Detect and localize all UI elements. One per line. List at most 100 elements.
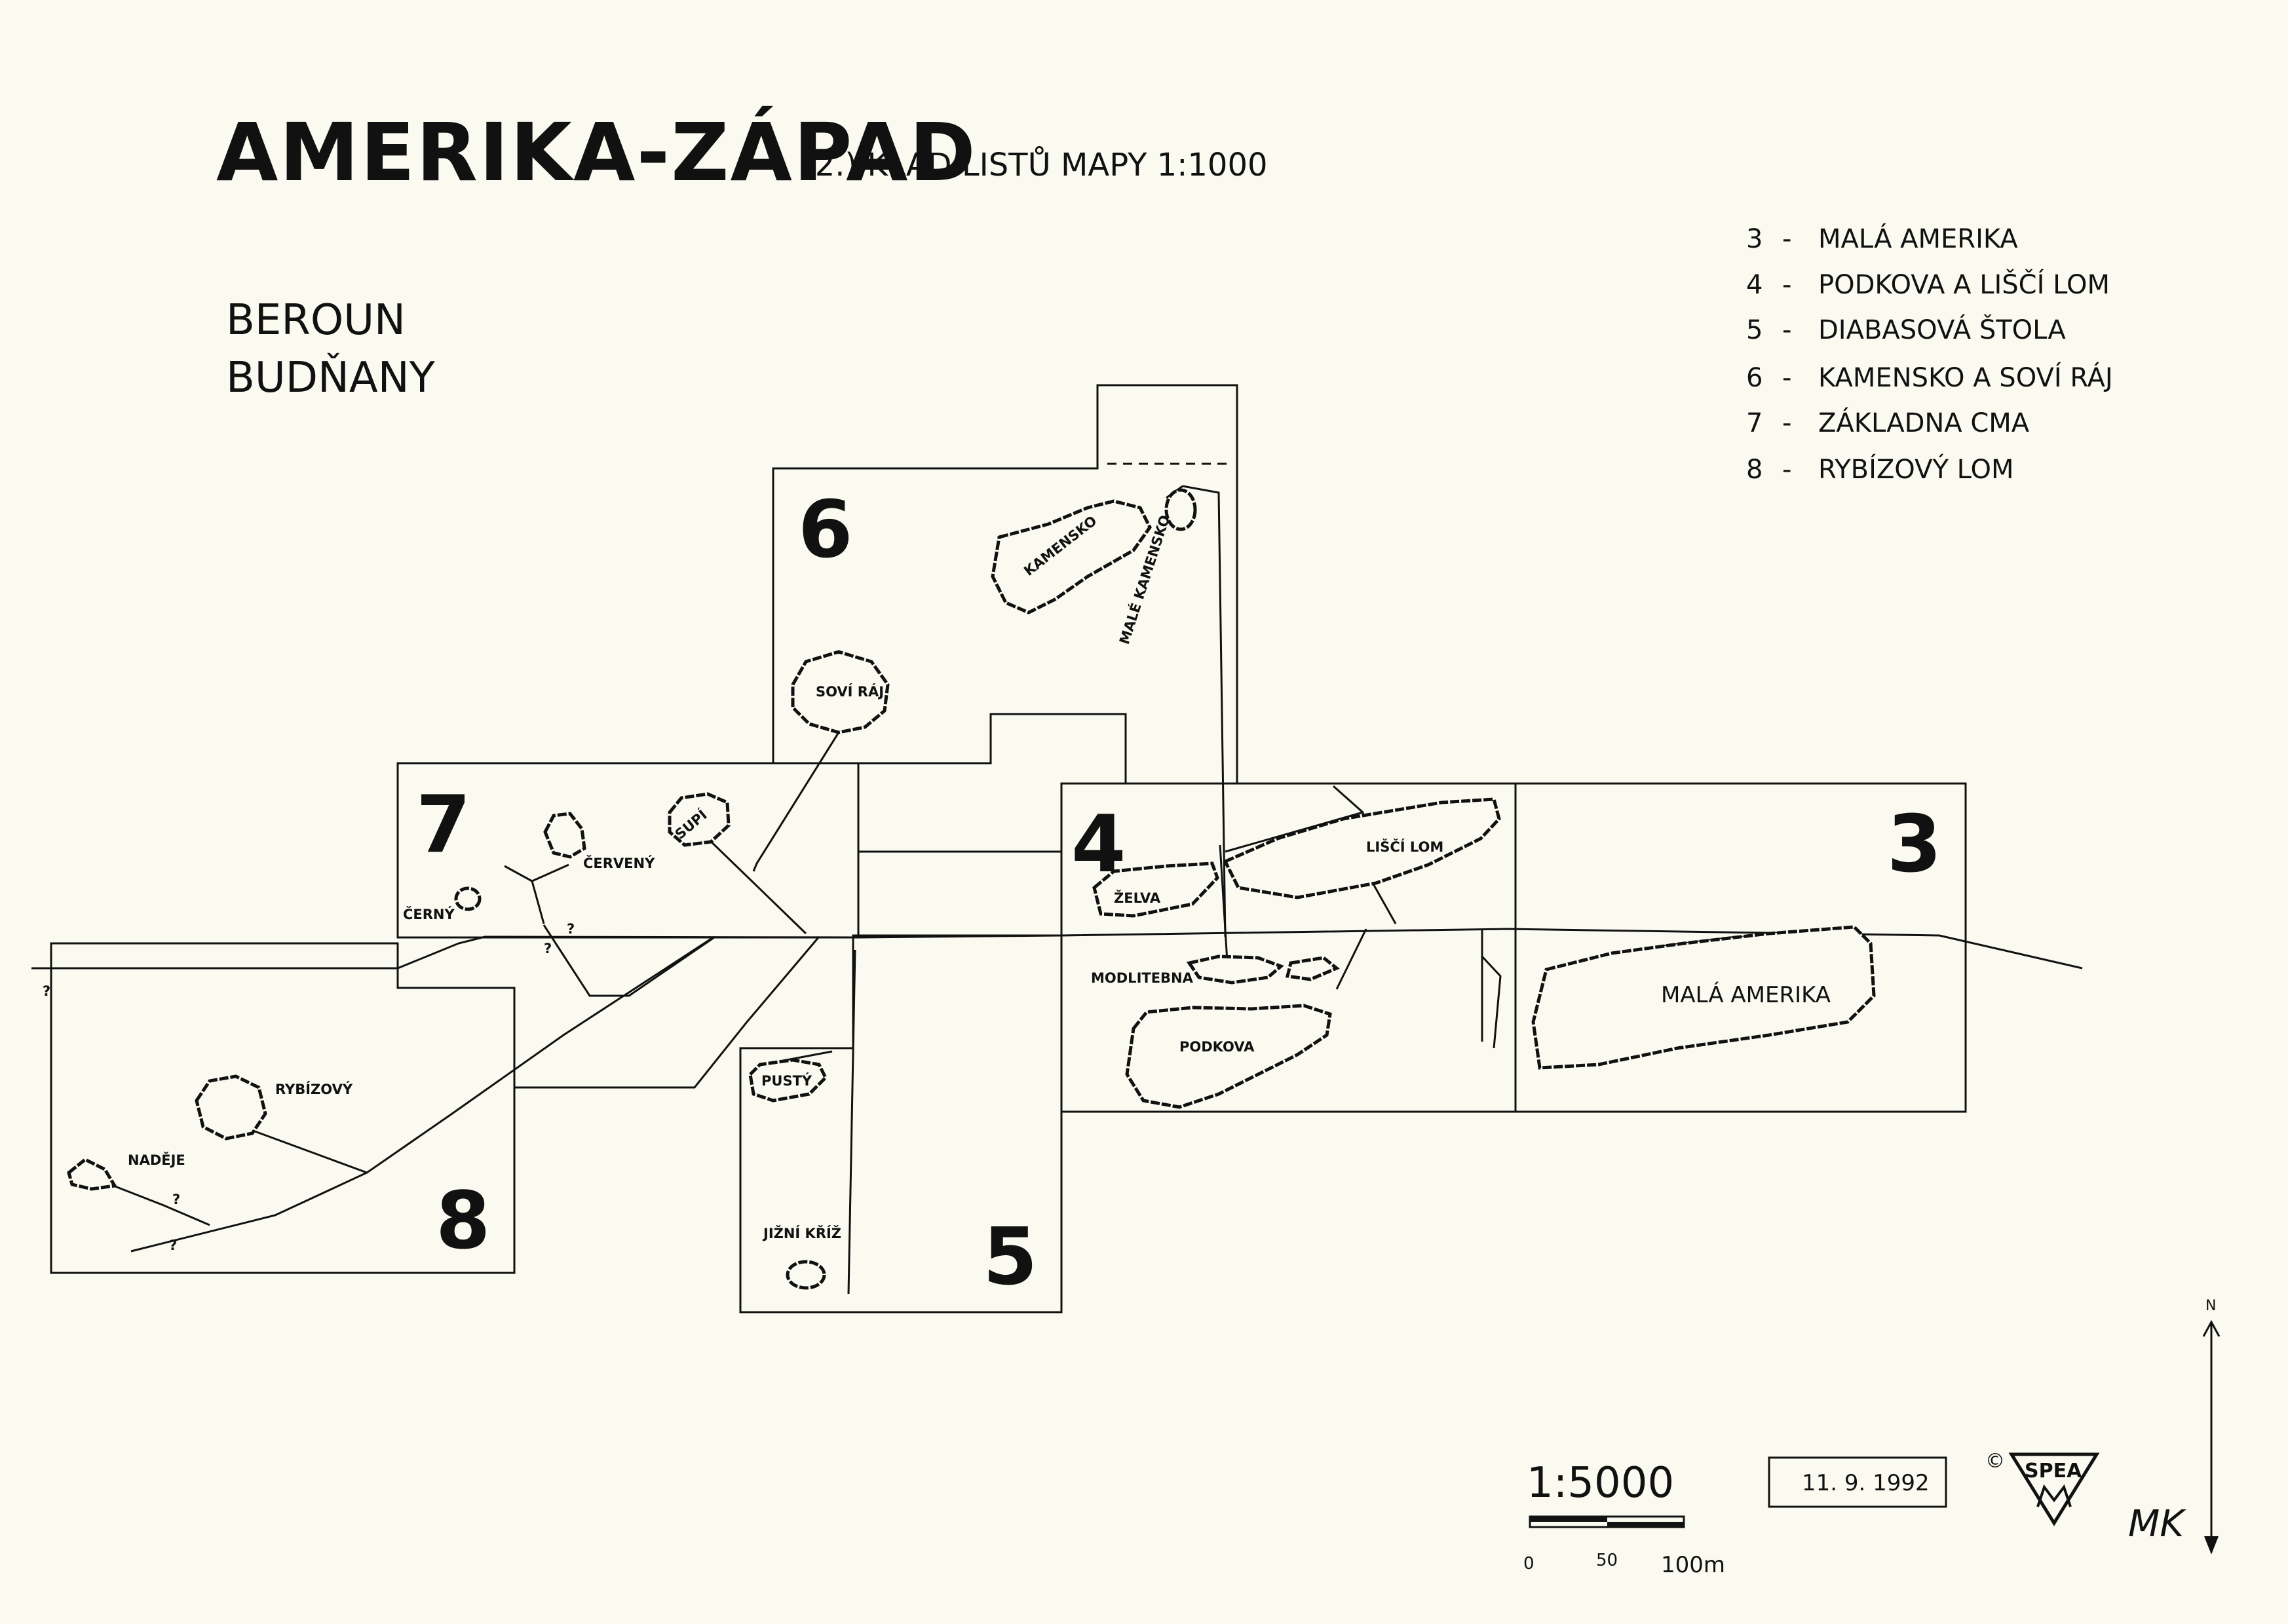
unknown-mark: ? [172,1192,180,1207]
date-box [1768,1456,1947,1508]
main-road [31,928,2083,970]
sheet-number-7: 7 [416,780,471,871]
road-from-supi [700,831,807,935]
cave-nadeje [67,1158,118,1191]
spea-logo: SPEA [2008,1452,2100,1526]
sheet-8-boundary [50,942,516,1274]
cave-sovi-raj [791,650,890,734]
cave-lisci-lom [1223,797,1501,899]
road-to-sovi [752,727,843,872]
cave-pusty [748,1058,828,1103]
legend-number: 6 [1746,363,1763,393]
legend-item: 7 - ZÁKLADNA CMA [1746,407,2030,438]
road-jizni [847,949,856,1294]
cave-label-zelva: ŽELVA [1114,890,1161,906]
cave-cerny [454,886,482,911]
cave-label-mala-amerika: MALÁ AMERIKA [1661,981,1831,1008]
legend-item: 6 - KAMENSKO A SOVÍ RÁJ [1746,362,2113,393]
legend-number: 7 [1746,408,1763,438]
pusty-line [779,1050,833,1063]
cave-label-cerny: ČERNÝ [403,906,455,922]
legend-item: 3 - MALÁ AMERIKA [1746,223,2018,254]
cave-rybizovy [195,1074,267,1141]
legend-dash: - [1782,363,1791,393]
legend-dash: - [1782,408,1791,438]
north-arrow-tail [2204,1536,2219,1555]
legend: 3 - MALÁ AMERIKA 4 - PODKOVA A LIŠČÍ LOM… [1746,223,2113,485]
legend-dash: - [1782,315,1791,345]
legend-number: 3 [1746,224,1763,254]
cave-label-modlitebna: MODLITEBNA [1091,970,1194,986]
cave-label-jizni-kriz: JIŽNÍ KŘÍŽ [762,1225,841,1241]
location-beroun: BEROUN [226,296,406,345]
cave-podkova [1125,1004,1332,1109]
legend-dash: - [1782,224,1791,254]
unknown-mark: ? [567,921,575,937]
sheet-number-8: 8 [436,1176,491,1267]
north-arrow-head [2202,1319,2221,1337]
cave-label-cerveny: ČERVENÝ [583,855,655,871]
logo-triangle [2008,1452,2100,1526]
legend-name: RYBÍZOVÝ LOM [1818,453,2013,485]
road-podkova [1335,928,1502,1049]
road-branch-central [514,936,820,1089]
sheet-number-6: 6 [798,485,853,576]
cave-kamensko [991,499,1152,614]
cave-label-sovi-raj: SOVÍ RÁJ [816,683,884,700]
cave-label-podkova: PODKOVA [1179,1039,1255,1055]
legend-name: PODKOVA A LIŠČÍ LOM [1818,269,2110,300]
cave-modlitebna [1186,954,1284,985]
scale-tick-0: 0 [1523,1554,1535,1574]
north-arrow: N [2202,1298,2221,1555]
map-subtitle: (2.) KLAD LISTŮ MAPY 1:1000 [803,146,1268,183]
unknown-mark: ? [544,941,552,956]
logo-text: SPEA [2025,1460,2082,1482]
sheet-number-5: 5 [983,1212,1038,1303]
cave-male-kamensko [1164,488,1197,531]
legend-number: 4 [1746,270,1763,300]
legend-name: DIABASOVÁ ŠTOLA [1818,314,2066,345]
map-date: 11. 9. 1992 [1802,1470,1930,1496]
sheet-3-boundary [1514,782,1967,1113]
cave-cerveny [543,812,586,859]
cave-label-pusty: PUSTÝ [761,1072,812,1089]
scale-tick-50: 50 [1596,1551,1618,1570]
north-label: N [2205,1298,2216,1314]
cave-modlitebna-east [1285,956,1340,981]
map-title: AMERIKA-ZÁPAD [216,106,977,199]
legend-number: 8 [1746,455,1763,485]
logo-mark [2036,1484,2072,1507]
legend-item: 5 - DIABASOVÁ ŠTOLA [1746,314,2066,345]
rybizovy-line [242,1125,368,1174]
copyright-mark: © [1985,1450,2005,1473]
sheet-boundaries [50,384,1967,1313]
cave-jizni-kriz [786,1260,826,1290]
signature: MK [2128,1503,2186,1545]
unknown-marks: ? ? ? ? ? [43,921,575,1253]
location-budnany: BUDŇANY [226,353,436,402]
legend-name: MALÁ AMERIKA [1818,223,2018,254]
legend-name: KAMENSKO A SOVÍ RÁJ [1818,362,2113,393]
scale-bar-fill [1530,1517,1607,1522]
cave-supi [668,792,731,847]
nadeje-line [109,1183,210,1226]
cave-label-nadeje: NADĚJE [128,1152,185,1168]
legend-dash: - [1782,270,1791,300]
legend-item: 4 - PODKOVA A LIŠČÍ LOM [1746,269,2110,300]
legend-name: ZÁKLADNA CMA [1818,407,2030,438]
scale-bar-fill [1607,1522,1684,1527]
road-branch-ceri [543,924,715,997]
cave-label-lisci-lom: LIŠČÍ LOM [1366,839,1443,855]
unknown-mark: ? [43,983,50,999]
cerveny-branch [504,863,569,924]
unknown-mark: ? [169,1237,177,1253]
road-branch-west [130,935,715,1253]
cave-mala-amerika [1531,925,1876,1070]
sheet-number-3: 3 [1887,799,1942,890]
cave-label-rybizovy: RYBÍZOVÝ [275,1081,353,1097]
scale-tick-100: 100m [1661,1552,1725,1578]
survey-lines [31,485,2083,1294]
legend-dash: - [1782,455,1791,485]
legend-number: 5 [1746,315,1763,345]
